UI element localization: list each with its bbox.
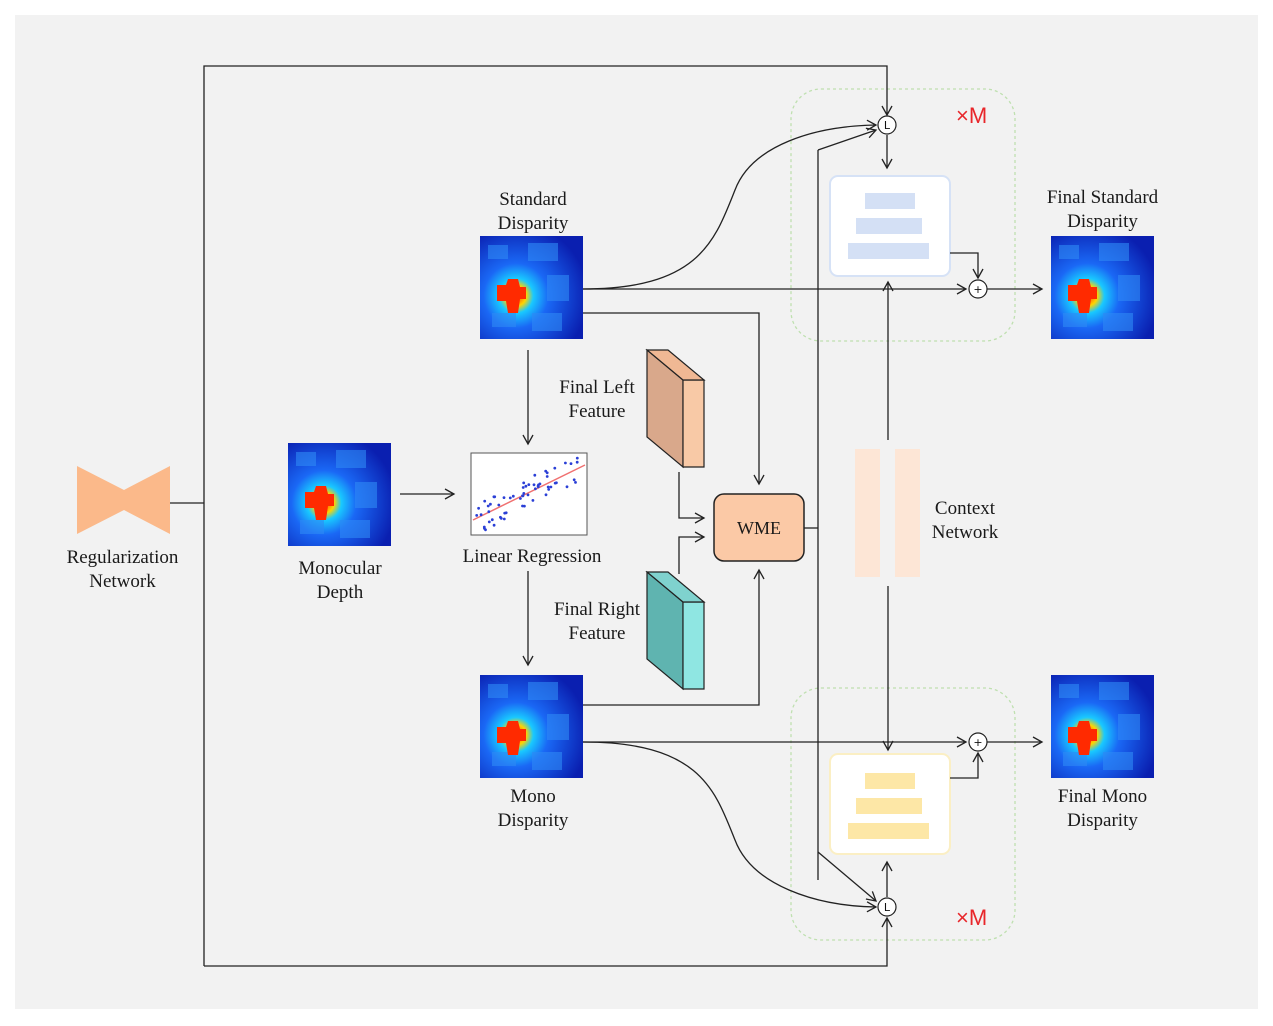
regression-point: [511, 494, 515, 498]
regression-point: [487, 520, 491, 524]
bottom-lookup-operator: L: [877, 897, 897, 917]
bottom-update-block: [829, 753, 951, 855]
regression-point: [534, 487, 537, 491]
regularization-network-label: Regularization Network: [66, 547, 179, 592]
regression-point: [574, 481, 577, 484]
regression-point: [492, 523, 496, 527]
wme-block: WME: [713, 493, 805, 562]
linear-regression-label: Linear Regression: [462, 546, 602, 567]
regression-point: [487, 510, 491, 514]
final-mono-disparity-label: Final Mono Disparity: [1057, 786, 1148, 831]
regression-point: [547, 488, 551, 491]
final-left-feature-icon: [645, 348, 706, 469]
regression-point: [549, 485, 553, 489]
final-standard-disparity-image: [1051, 236, 1154, 339]
regression-point: [483, 499, 487, 503]
top-lookup-operator: L: [877, 115, 897, 135]
bottom-iteration-multiplier: ×M: [956, 905, 988, 930]
regression-point: [526, 493, 530, 497]
svg-text:L: L: [884, 119, 891, 132]
final-right-feature-icon: [645, 570, 706, 691]
regression-point: [565, 485, 569, 489]
bottom-iteration-region: [790, 687, 1016, 941]
regression-point: [523, 504, 526, 508]
background-panel: [15, 15, 1258, 1009]
final-left-feature-label: Final Left Feature: [559, 377, 635, 422]
regression-point: [575, 456, 579, 460]
regression-point: [484, 528, 487, 532]
svg-text:L: L: [884, 901, 891, 914]
outer-loop-lines: [170, 65, 893, 967]
context-network-label: Context Network: [931, 498, 999, 543]
regression-line: [472, 464, 586, 521]
regression-point: [477, 506, 480, 510]
standard-disparity-label: Standard Disparity: [497, 189, 569, 234]
top-iteration-multiplier: ×M: [956, 103, 988, 128]
top-iteration-region: [790, 88, 1016, 342]
wme-label: WME: [737, 518, 781, 538]
regression-point: [553, 481, 557, 485]
regression-point: [508, 496, 512, 500]
regression-point: [502, 496, 506, 499]
final-right-feature-label: Final Right Feature: [553, 599, 641, 644]
linear-regression-plot: [470, 452, 588, 536]
regression-point: [489, 502, 492, 506]
regression-point: [527, 483, 531, 486]
regression-point: [546, 485, 550, 489]
regression-point: [536, 485, 540, 489]
svg-text:+: +: [973, 283, 982, 296]
regression-point: [479, 513, 483, 517]
context-network-icon: [855, 449, 920, 577]
regression-point: [538, 482, 542, 486]
svg-text:+: +: [973, 736, 982, 749]
regression-point: [486, 504, 490, 508]
regression-point: [475, 514, 479, 517]
final-standard-disparity-label: Final Standard Disparity: [1046, 187, 1159, 232]
regression-point: [553, 466, 557, 470]
regression-point: [502, 517, 506, 521]
top-add-operator: +: [968, 279, 988, 299]
regularization-network-icon: [77, 466, 170, 534]
regression-point: [569, 462, 573, 465]
standard-disparity-image: [480, 236, 583, 339]
regression-point: [519, 497, 522, 500]
regression-point: [572, 478, 576, 482]
regression-point: [545, 475, 549, 478]
regression-point: [522, 492, 526, 495]
monocular-depth-image: [288, 443, 391, 546]
regression-point: [497, 503, 501, 507]
regression-points: [475, 456, 579, 532]
regression-point: [521, 486, 525, 489]
top-update-block: [829, 175, 951, 277]
regression-point: [531, 499, 535, 502]
connection-lines: [400, 119, 1044, 913]
regression-point: [492, 495, 496, 499]
regression-point: [521, 494, 524, 498]
regression-point: [503, 511, 507, 515]
regression-point: [544, 493, 548, 497]
regression-point: [564, 461, 567, 465]
regression-point: [524, 484, 528, 488]
mono-disparity-image: [480, 675, 583, 778]
regression-point: [545, 471, 549, 475]
regression-point: [490, 518, 494, 522]
monocular-depth-label: Monocular Depth: [298, 558, 382, 603]
final-mono-disparity-image: [1051, 675, 1154, 778]
mono-disparity-label: Mono Disparity: [497, 786, 569, 831]
regression-point: [532, 483, 536, 487]
regression-point: [533, 473, 537, 477]
regression-point: [522, 481, 526, 485]
bottom-add-operator: +: [968, 732, 988, 752]
regression-point: [575, 460, 579, 464]
regression-point: [499, 515, 502, 519]
